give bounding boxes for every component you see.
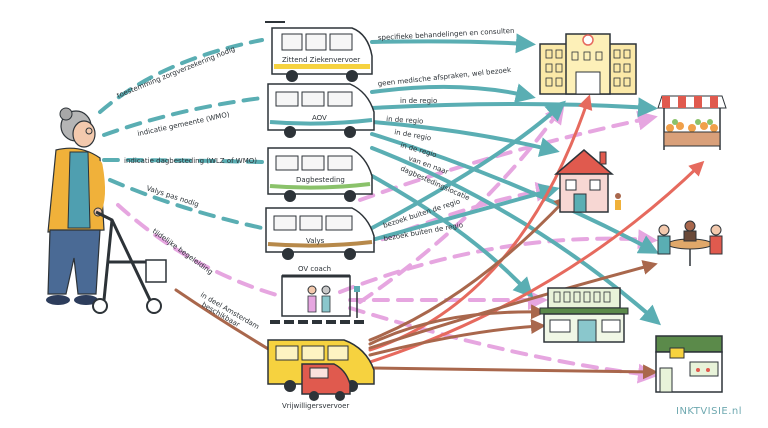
route-arrows	[338, 33, 705, 384]
label-indicatie-gemeente: indicatie gemeente (WMO)	[137, 111, 231, 138]
market-stall-icon	[657, 95, 727, 150]
left-connector-lines	[98, 38, 282, 352]
vehicle-label-dagbesteding: Dagbesteding	[296, 176, 345, 184]
vrijwilligersvervoer-van	[267, 339, 375, 392]
label-indicatie-dagbesteding: indicatie dagbesteding (WLZ of WMO)	[124, 157, 257, 165]
label-deel-amsterdam: in deel Amsterdam beschikbaar	[195, 291, 262, 339]
red-car-icon	[301, 363, 351, 401]
vehicle-label-valys: Valys	[306, 237, 325, 245]
hospital-icon	[539, 33, 637, 95]
vehicle-label-vrijwilligersvervoer: Vrijwilligersvervoer	[282, 402, 349, 410]
label-zorgverzekering: toestemming zorgverzekering nodig	[116, 45, 237, 100]
vehicle-label-zittend-ziekenvervoer: Zittend Ziekenvervoer	[282, 56, 360, 64]
elderly-woman-with-rollator	[46, 107, 106, 305]
cafe-table-icon	[657, 220, 723, 266]
shop-icon	[655, 335, 723, 393]
ov-coach-busstop-icon	[270, 274, 364, 324]
route-label-regio-1: in de regio	[400, 97, 437, 105]
valys-van	[265, 207, 375, 260]
route-label-regio-3: in de regio	[394, 128, 432, 142]
vehicle-label-ov-coach: OV coach	[298, 265, 331, 273]
rollator-icon	[92, 210, 167, 314]
aov-van	[267, 83, 375, 138]
route-label-regio-2: in de regio	[386, 115, 424, 126]
vehicle-label-aov: AOV	[312, 114, 327, 122]
brand-logo: INKTVISIE.nl	[676, 406, 742, 417]
route-label-geen-medische: geen medische afspraken, wel bezoek	[377, 66, 512, 88]
day-care-building-icon	[539, 287, 629, 343]
dagbesteding-van	[267, 147, 373, 202]
house-icon	[553, 149, 621, 213]
zittend-ziekenvervoer-van	[265, 21, 373, 82]
